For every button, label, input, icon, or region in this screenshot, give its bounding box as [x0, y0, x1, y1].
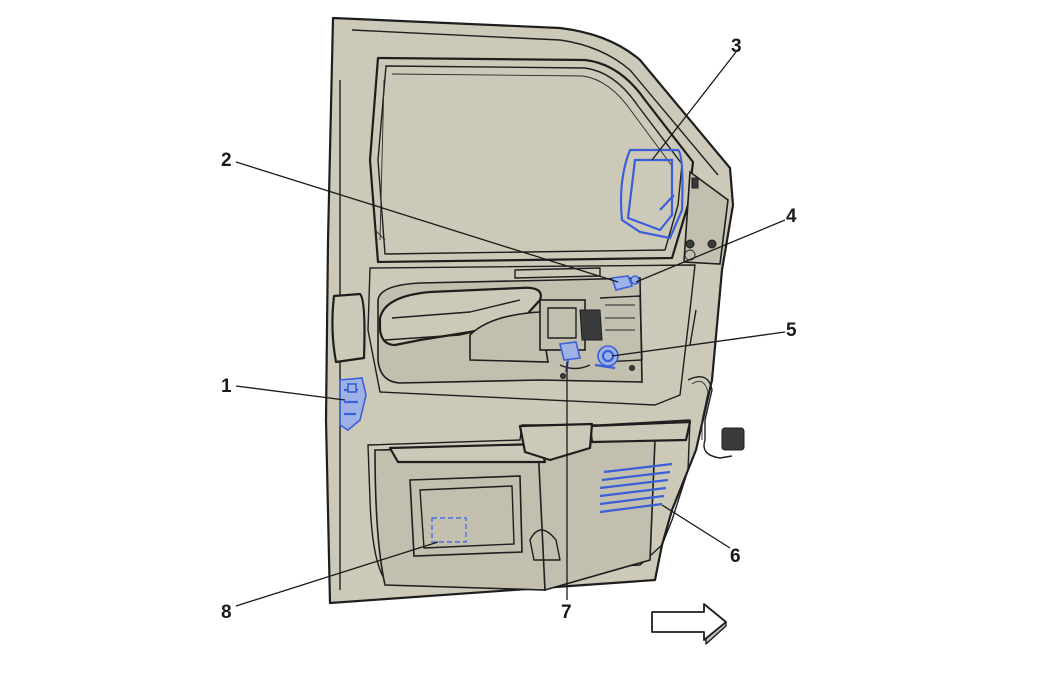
callout-4: 4: [786, 206, 797, 227]
callout-8: 8: [221, 602, 232, 623]
leader-8: [235, 541, 439, 607]
window-glass: [368, 56, 695, 264]
leader-1: [235, 385, 346, 401]
leader-2: [235, 161, 619, 283]
callout-1: 1: [221, 376, 232, 397]
callout-5: 5: [786, 320, 797, 341]
callout-2: 2: [221, 150, 232, 171]
speaker-grille: [599, 462, 673, 514]
leader-lines: [235, 51, 786, 607]
direction-arrow-icon: [651, 603, 727, 645]
side-reflector: [331, 292, 366, 364]
leader-3: [651, 51, 737, 161]
callout-6: 6: [730, 546, 741, 567]
door-latch-assembly: [339, 377, 367, 431]
callout-numbers: 1 2 3 4 5 6 7 8: [221, 36, 797, 623]
leader-6: [661, 504, 731, 549]
window-regulator-motor: [594, 345, 619, 370]
leader-5: [611, 331, 786, 357]
pocket-fastener: [431, 517, 467, 543]
outside-mirror: [619, 148, 684, 240]
mirror-mount-plate: [683, 170, 729, 265]
leader-4: [635, 219, 786, 283]
callout-3: 3: [731, 36, 742, 57]
callout-7: 7: [561, 602, 572, 623]
